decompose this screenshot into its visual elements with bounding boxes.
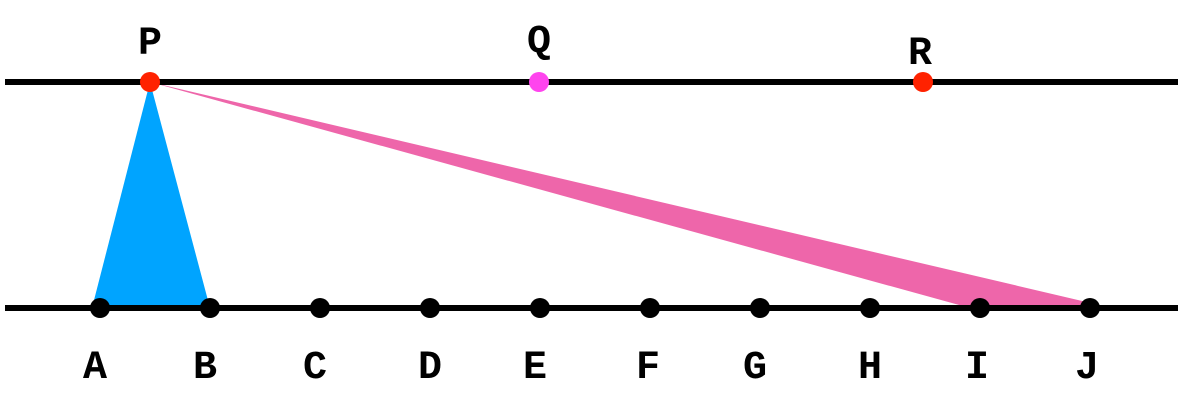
point-b	[200, 298, 220, 318]
point-p	[140, 72, 160, 92]
label-i: I	[965, 346, 989, 391]
point-d	[420, 298, 440, 318]
point-e	[530, 298, 550, 318]
label-g: G	[743, 346, 767, 391]
point-j	[1080, 298, 1100, 318]
triangle-p-ij	[150, 82, 1112, 308]
point-a	[90, 298, 110, 318]
point-g	[750, 298, 770, 318]
label-d: D	[418, 346, 442, 391]
triangle-p-ab	[92, 82, 210, 308]
label-e: E	[523, 346, 547, 391]
label-c: C	[303, 346, 327, 391]
label-h: H	[858, 346, 882, 391]
label-f: F	[636, 346, 660, 391]
point-r	[913, 72, 933, 92]
label-r: R	[908, 32, 932, 77]
point-c	[310, 298, 330, 318]
label-j: J	[1075, 346, 1099, 391]
bottom-points-layer: A B C D E F G H I J	[83, 298, 1100, 391]
triangles-layer	[92, 82, 1112, 308]
top-points-layer: P Q R	[138, 20, 933, 92]
point-q	[529, 72, 549, 92]
point-f	[640, 298, 660, 318]
label-p: P	[138, 22, 162, 67]
point-i	[970, 298, 990, 318]
label-b: B	[193, 346, 217, 391]
label-a: A	[83, 346, 107, 391]
point-h	[860, 298, 880, 318]
label-q: Q	[527, 20, 551, 65]
